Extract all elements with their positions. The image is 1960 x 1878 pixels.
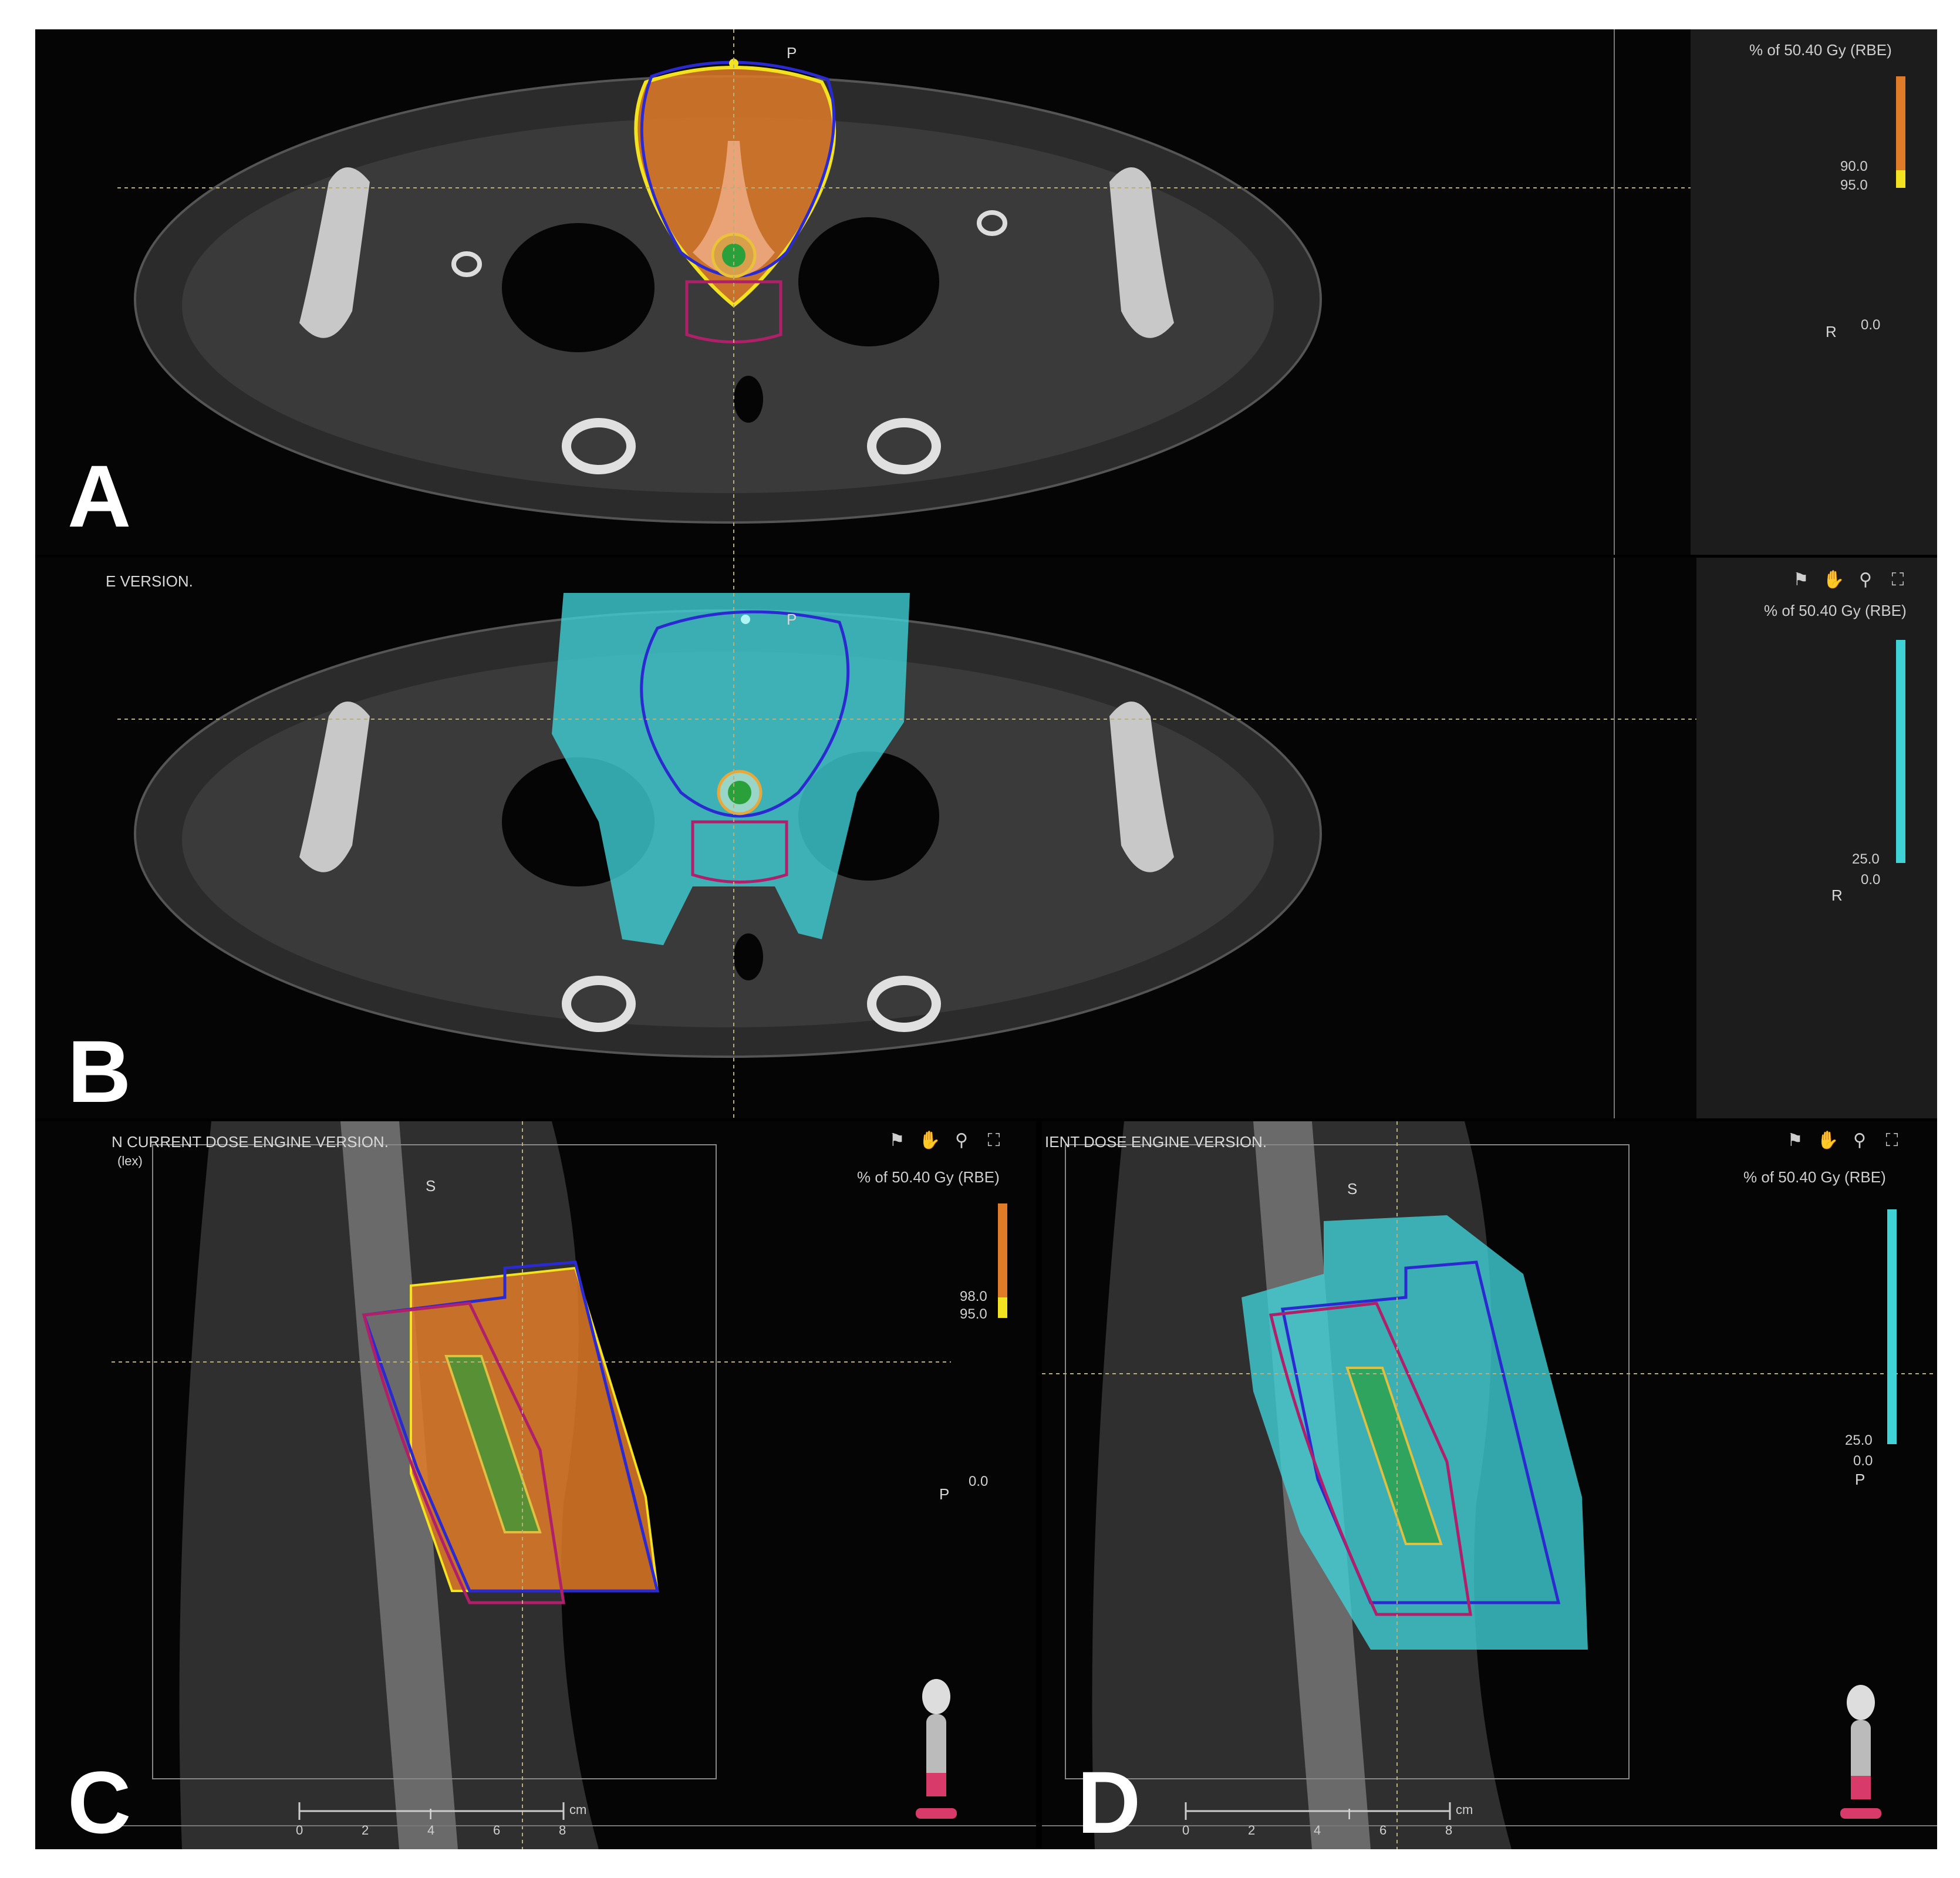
panel-c-dose-colorbar-yellow [998,1297,1007,1318]
panel-d-scale-4: 4 [1314,1823,1321,1837]
panel-d-orientation-s: S [1347,1180,1358,1198]
panel-b-dose-colorbar [1896,640,1905,863]
zoom-icon[interactable]: ⚲ [955,1131,968,1150]
panel-c-sagittal-view: N CURRENT DOSE ENGINE VERSION. (lex) ⚑ ✋… [35,1121,1036,1849]
panel-d-orientation-p: P [1855,1471,1865,1488]
panel-c-scale-8: 8 [559,1823,566,1837]
panel-d-dose-colorbar [1887,1209,1897,1444]
panel-b-engine-banner: E VERSION. [106,572,193,590]
panel-b-orientation-r: R [1831,886,1843,904]
panel-c-tick-95: 95.0 [960,1306,987,1322]
panel-c-orientation-s: S [426,1177,436,1195]
panel-c-scale-0: 0 [296,1823,303,1837]
panel-b-letter: B [68,1022,131,1118]
panel-d-tick-0: 0.0 [1853,1453,1873,1469]
pan-icon[interactable]: ⚑ [1787,1131,1803,1150]
panel-a-orientation-r: R [1826,323,1837,340]
panel-d-scale-8: 8 [1445,1823,1453,1837]
fullscreen-icon[interactable]: ⛶ [987,1131,1000,1150]
pan-icon[interactable]: ⚑ [1793,570,1809,589]
panel-d-orientation-i: I [1347,1805,1352,1823]
panel-b-tick-25: 25.0 [1852,851,1880,867]
hand-icon[interactable]: ✋ [1817,1131,1839,1150]
panel-d-engine-banner: IENT DOSE ENGINE VERSION. [1045,1133,1267,1151]
panel-a-tick-90: 90.0 [1840,159,1868,174]
panel-c-scale-2: 2 [362,1823,369,1837]
panel-d-scale-2: 2 [1248,1823,1256,1837]
panel-c-scale-4: 4 [427,1823,435,1837]
hand-icon[interactable]: ✋ [1823,570,1845,589]
panel-b-legend-title: % of 50.40 Gy (RBE) [1764,602,1907,619]
panel-d-sagittal-view: IENT DOSE ENGINE VERSION. ⚑ ✋ ⚲ ⛶ % of 5… [1042,1121,1937,1849]
hand-icon[interactable]: ✋ [919,1131,941,1150]
panel-d-letter: D [1077,1753,1141,1849]
panel-c-tick-0: 0.0 [969,1474,989,1489]
panel-a-legend-title: % of 50.40 Gy (RBE) [1749,41,1892,59]
panel-d-scale-0: 0 [1182,1823,1190,1837]
panel-b-axial-view: E VERSION. ⚑ ✋ ⚲ ⛶ % of 50.40 Gy (RBE) 2… [35,558,1937,1118]
panel-d-legend-title: % of 50.40 Gy (RBE) [1743,1168,1886,1186]
panel-a-image [117,29,1738,555]
panel-b-image [117,558,1890,1118]
panel-d-scale-unit: cm [1456,1802,1473,1817]
panel-d-scale-6: 6 [1379,1823,1387,1837]
panel-a-axial-view: % of 50.40 Gy (RBE) 90.0 95.0 0.0 P R A [35,29,1937,555]
panel-c-scale-unit: cm [569,1802,587,1817]
panel-c-tick-98: 98.0 [960,1289,987,1304]
panel-a-orientation-p: P [787,44,797,62]
panel-b-tick-0: 0.0 [1861,872,1881,888]
panel-c-letter: C [68,1753,131,1849]
fullscreen-icon[interactable]: ⛶ [1891,570,1904,589]
fullscreen-icon[interactable]: ⛶ [1885,1131,1898,1150]
zoom-icon[interactable]: ⚲ [1859,570,1872,589]
panel-c-engine-banner-2: (lex) [117,1154,143,1168]
figure-frame: % of 50.40 Gy (RBE) 90.0 95.0 0.0 P R A [35,29,1937,1849]
panel-d-image [1042,1121,1937,1849]
panel-c-scale-6: 6 [493,1823,501,1837]
panel-a-tick-0: 0.0 [1861,317,1881,333]
panel-c-orientation-i: I [429,1805,433,1823]
panel-c-engine-banner: N CURRENT DOSE ENGINE VERSION. [112,1133,389,1151]
panel-a-tick-95: 95.0 [1840,177,1868,193]
panel-c-dose-colorbar [998,1203,1007,1297]
panel-c-legend-title: % of 50.40 Gy (RBE) [857,1168,1000,1186]
zoom-icon[interactable]: ⚲ [1853,1131,1866,1150]
panel-c-orientation-p: P [939,1485,950,1503]
panel-b-orientation-p: P [787,611,797,628]
panel-a-dose-colorbar [1896,76,1905,170]
panel-c-image [112,1121,1036,1849]
panel-a-letter: A [68,447,131,545]
panel-d-tick-25: 25.0 [1845,1432,1873,1448]
panel-a-dose-colorbar-yellow [1896,170,1905,188]
pan-icon[interactable]: ⚑ [889,1131,905,1150]
